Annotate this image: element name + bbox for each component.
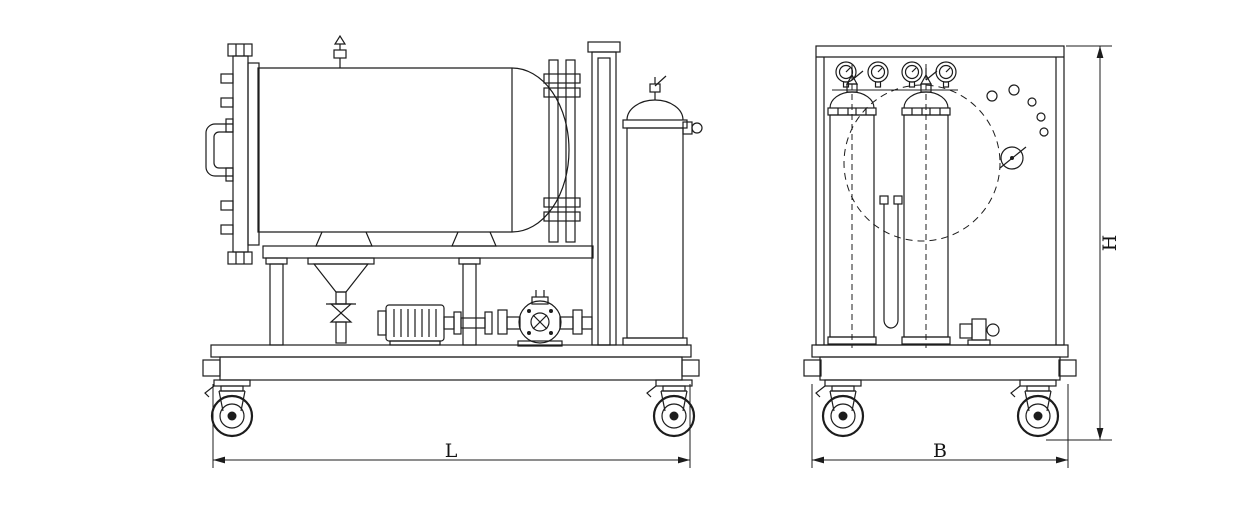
base-frame [202,344,700,381]
dimension-label-width: B [933,440,947,462]
pressure-gauge-3 [901,61,923,88]
dimension-label-length: L [445,440,458,462]
caster-end-left [814,378,865,438]
dimension-length: L [212,384,691,468]
coupling-pipe [453,311,493,335]
gear-pump [497,290,593,347]
caster-side-left [203,378,254,438]
vacuum-tank [257,67,570,247]
frame-post [587,41,621,346]
indicator-light [1039,127,1049,137]
filter-housing [622,75,703,346]
dimension-label-height: H [1099,235,1121,252]
drain-pump-fitting [959,318,1000,346]
caster-side-right [645,378,696,438]
indicator-light [1027,97,1037,107]
pressure-gauge-4 [935,61,957,88]
dimension-width: B [811,384,1069,468]
pressure-gauge-2 [867,61,889,88]
control-panel [986,84,1049,170]
drain-u-pipe [879,195,903,329]
tank-end-cover [220,43,260,265]
indicator-light [986,90,998,102]
dimension-height: H [1046,45,1121,441]
carry-handle [205,118,234,182]
tank-outlet-flange [543,59,581,243]
reference-dashed-circle [843,84,1001,242]
filter-cylinder-right [901,63,951,349]
motor [377,304,455,346]
drain-funnel-valve [307,257,375,344]
side-view [202,34,703,438]
end-view [803,45,1077,438]
filter-cylinder-left [827,63,877,349]
filter-cylinders [827,63,951,349]
indicator-light [1008,84,1020,96]
pressure-gauge-1 [835,61,857,88]
base-frame-end [803,344,1077,381]
rotary-switch [999,146,1027,170]
cabinet [815,45,1065,346]
indicator-light [1036,112,1046,122]
caster-end-right [1009,378,1060,438]
tank-relief-valve [333,34,347,68]
